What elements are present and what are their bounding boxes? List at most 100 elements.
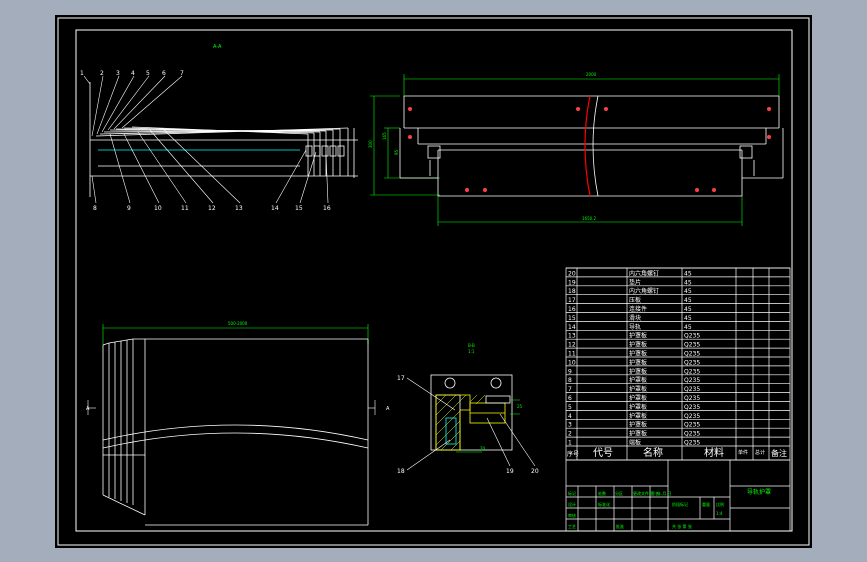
tb-sign: 签名: [651, 490, 659, 496]
section-leaders: [406, 377, 536, 471]
balloon-14: 14: [271, 205, 279, 212]
bom-row-lines: [566, 267, 790, 447]
bom-row-no: 1: [568, 440, 572, 447]
bom-row-material: Q235: [684, 422, 700, 429]
dim-top-view-width: 500-2000: [228, 321, 248, 326]
bom-row-no: 15: [568, 315, 576, 322]
bom-row-no: 3: [568, 422, 572, 429]
bom-row-name: 护罩板: [629, 332, 647, 340]
bom-row-no: 2: [568, 431, 572, 438]
balloon-5: 5: [146, 70, 150, 77]
bom-row-material: Q235: [684, 368, 700, 375]
tb-mark: 标记: [568, 490, 576, 496]
bom-row-name: 护罩板: [629, 341, 647, 349]
dim-front-small: 95: [394, 149, 399, 155]
bom-row-no: 19: [568, 279, 576, 286]
dim-bottom-width: 1650.2: [582, 216, 596, 221]
bom-row-name: 滑块: [629, 314, 641, 322]
tb-count: 处数: [598, 490, 606, 496]
bom-row-name: 护罩板: [629, 358, 647, 366]
balloon-8: 8: [93, 205, 97, 212]
bom-row-name: 内六角螺钉: [629, 287, 659, 295]
balloon-9: 9: [127, 205, 131, 212]
section-view: B-B 1:1 25 20: [406, 343, 536, 471]
bom-row-name: 端板: [629, 439, 641, 447]
balloon-16: 16: [323, 205, 331, 212]
bom-header-total: 总计: [755, 449, 765, 456]
dim-front-inner-height: 165: [382, 132, 387, 140]
dim-top-overall: 2000: [586, 72, 597, 77]
tb-scale-value: 1:4: [716, 511, 723, 516]
balloon-19: 19: [506, 468, 514, 475]
bom-row: 18 内六角螺钉 45: [568, 287, 692, 295]
bom-header-remark: 备注: [771, 448, 787, 458]
sheet-outer-border: [57, 17, 810, 546]
bom-row-no: 11: [568, 351, 576, 358]
tb-scale: 比例: [716, 501, 724, 507]
top-view-section-marks: [87, 400, 376, 415]
bom-row-no: 9: [568, 368, 572, 375]
section-dim-2: 20: [480, 446, 486, 451]
top-view: 500-2000: [87, 321, 376, 526]
section-dim-1: 25: [517, 404, 523, 409]
side-view-top-balloons: 1 2 3 4 5 6 7: [80, 70, 184, 77]
bom-header-name: 名称: [643, 446, 663, 459]
bom-row-material: 45: [684, 306, 692, 313]
bom-header-material: 材料: [704, 446, 724, 459]
balloon-18: 18: [397, 468, 405, 475]
balloon-10: 10: [154, 205, 162, 212]
bom-row-name: 护罩板: [629, 430, 647, 438]
bom-row-name: 护罩板: [629, 412, 647, 420]
bom-row-no: 13: [568, 333, 576, 340]
bom-row-material: Q235: [684, 386, 700, 393]
bom-row-name: 护罩板: [629, 394, 647, 402]
dim-front-height: 300: [368, 140, 373, 148]
bom-row-no: 4: [568, 413, 572, 420]
bom-row-no: 6: [568, 395, 572, 402]
section-view-label: B-B: [468, 343, 475, 348]
bom-row-material: 45: [684, 270, 692, 277]
bom-row-name: 连接件: [629, 305, 647, 313]
bom-header-seq: 序号: [567, 450, 579, 458]
balloon-3: 3: [116, 70, 120, 77]
bom-row-material: 45: [684, 297, 692, 304]
side-view: A-A: [83, 44, 358, 204]
balloon-13: 13: [235, 205, 243, 212]
balloon-17: 17: [397, 375, 405, 382]
bom-row-no: 5: [568, 404, 572, 411]
bom-row-no: 18: [568, 288, 576, 295]
tb-design: 设计: [568, 501, 576, 507]
bom-row-no: 17: [568, 297, 576, 304]
bom-row-no: 12: [568, 342, 576, 349]
tb-standardize: 标准化: [598, 501, 610, 507]
balloon-12: 12: [208, 205, 216, 212]
balloon-15: 15: [295, 205, 303, 212]
front-view-holes: [408, 107, 771, 192]
section-balloons: 17 18 19 20: [397, 375, 539, 475]
side-view-small-parts: [305, 145, 345, 157]
side-view-bottom-balloons: 8 9 10 11 12 13 14 15 16: [93, 205, 331, 212]
bom-header-single: 单件: [738, 449, 748, 456]
bom-row-material: 45: [684, 288, 692, 295]
section-arrow-label-left: A: [86, 406, 90, 412]
bom-row-material: 45: [684, 279, 692, 286]
bom-row-material: Q235: [684, 359, 700, 366]
bom-row-name: 护罩板: [629, 376, 647, 384]
front-view: 2000 300 165 95 1650.2: [368, 72, 784, 226]
bom-row-name: 内六角螺钉: [629, 269, 659, 277]
balloon-6: 6: [162, 70, 166, 77]
tb-zone: 分区: [615, 490, 623, 496]
